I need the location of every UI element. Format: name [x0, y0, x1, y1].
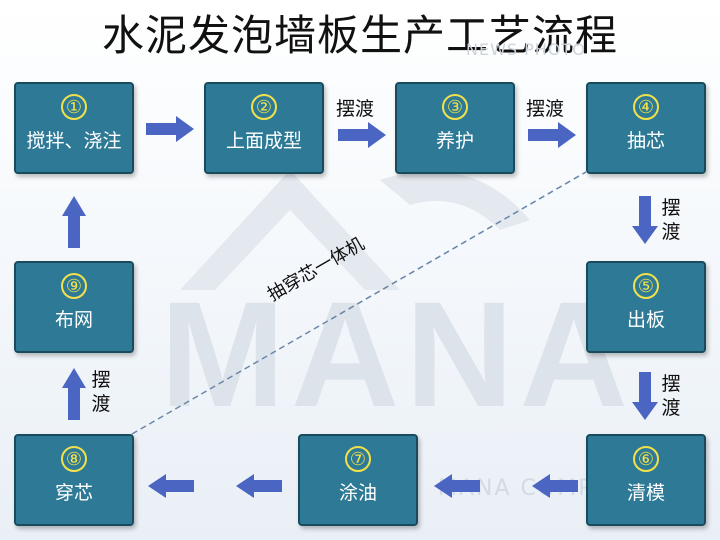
step-label: 搅拌、浇注 — [26, 130, 122, 152]
step-number: ⑦ — [345, 446, 371, 472]
transfer-label-vertical: 摆 渡 — [660, 196, 682, 244]
watermark-top: NEWS PHOTO — [466, 40, 586, 59]
transfer-label: 摆渡 — [336, 98, 375, 120]
step-label: 养护 — [435, 130, 474, 152]
step-label: 抽芯 — [626, 130, 665, 152]
transfer-char: 摆 — [661, 373, 681, 395]
step-label: 出板 — [626, 309, 665, 331]
step-number: ③ — [442, 94, 468, 120]
transfer-label-vertical: 摆 渡 — [660, 372, 682, 420]
arrow-up-icon — [62, 196, 86, 248]
arrow-right-icon — [528, 122, 576, 148]
arrow-right-icon — [146, 116, 194, 142]
step-number: ④ — [633, 94, 659, 120]
step-1: ① 搅拌、浇注 — [14, 82, 134, 174]
transfer-char: 渡 — [661, 221, 681, 243]
step-5: ⑤ 出板 — [586, 261, 706, 353]
transfer-char: 渡 — [661, 397, 681, 419]
transfer-label: 摆渡 — [526, 98, 565, 120]
step-number: ⑧ — [61, 446, 87, 472]
watermark-logo — [180, 170, 530, 290]
step-number: ⑨ — [61, 273, 87, 299]
step-8: ⑧ 穿芯 — [14, 434, 134, 526]
page-title: 水泥发泡墙板生产工艺流程 — [101, 11, 618, 60]
step-label: 穿芯 — [54, 482, 93, 504]
arrow-down-icon — [632, 372, 658, 420]
arrow-left-icon — [148, 474, 194, 498]
step-7: ⑦ 涂油 — [298, 434, 418, 526]
step-9: ⑨ 布网 — [14, 261, 134, 353]
arrow-left-icon — [434, 474, 480, 498]
arrow-down-icon — [632, 196, 658, 244]
step-number: ⑥ — [633, 446, 659, 472]
arrow-left-icon — [532, 474, 578, 498]
arrow-right-icon — [338, 122, 386, 148]
step-label: 清模 — [626, 482, 665, 504]
watermark-mana: MANA — [160, 270, 634, 438]
transfer-char: 摆 — [661, 197, 681, 219]
step-label: 布网 — [54, 309, 93, 331]
step-number: ⑤ — [633, 273, 659, 299]
transfer-char: 渡 — [91, 393, 111, 415]
arrow-left-icon — [236, 474, 282, 498]
transfer-label-vertical: 摆 渡 — [90, 368, 112, 416]
step-4: ④ 抽芯 — [586, 82, 706, 174]
step-label: 涂油 — [338, 482, 377, 504]
step-number: ① — [61, 94, 87, 120]
arrow-up-icon — [62, 368, 86, 420]
step-number: ② — [251, 94, 277, 120]
step-2: ② 上面成型 — [204, 82, 324, 174]
step-3: ③ 养护 — [395, 82, 515, 174]
step-label: 上面成型 — [225, 130, 302, 152]
transfer-char: 摆 — [91, 369, 111, 391]
step-6: ⑥ 清模 — [586, 434, 706, 526]
